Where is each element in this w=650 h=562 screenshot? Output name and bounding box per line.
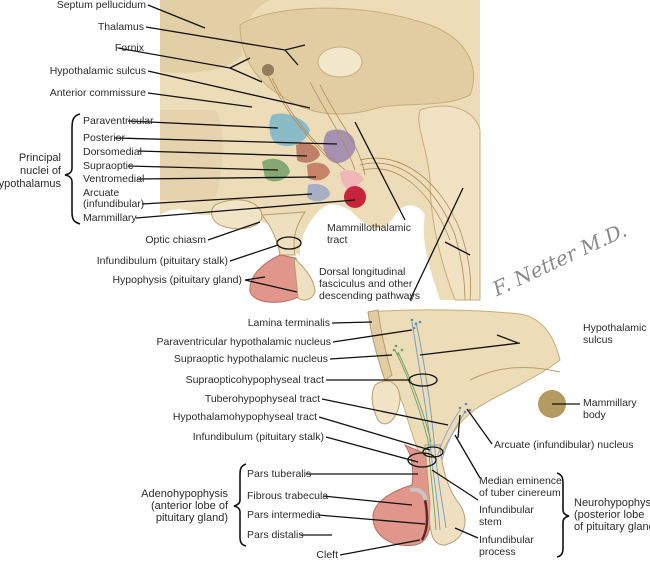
lower-labels: Lamina terminalis Paraventricular hypoth… xyxy=(141,317,650,561)
upper-labels: Septum pellucidum Thalamus Fornix Hypoth… xyxy=(0,0,420,302)
label-lamina-terminalis: Lamina terminalis xyxy=(248,317,330,329)
neurosecretory-fibers-green xyxy=(394,349,437,531)
label-pars-intermedia: Pars intermedia xyxy=(247,509,321,521)
supraoptic-dots xyxy=(392,344,404,356)
nuclei-group-title-1: Principal xyxy=(19,152,61,164)
fibrous-trabecula xyxy=(409,487,428,501)
label-infundibular-process-1: Infundibular xyxy=(479,534,534,546)
label-septum-pellucidum: Septum pellucidum xyxy=(57,0,147,11)
label-arcuate: Arcuate xyxy=(83,187,119,199)
label-dorsomedial: Dorsomedial xyxy=(83,146,142,158)
label-dorsal-2: fasciculus and other xyxy=(319,278,413,290)
adeno-title-1: Adenohypophysis xyxy=(141,488,228,500)
posterior-nucleus xyxy=(323,129,356,164)
label-dorsal-3: descending pathways xyxy=(319,290,420,302)
label-infundibulum-upper: Infundibulum (pituitary stalk) xyxy=(97,255,228,267)
mammillary-body-red xyxy=(344,186,366,208)
label-mammillary-body-2: body xyxy=(583,409,607,421)
artist-signature: F. Netter M.D. xyxy=(488,218,631,302)
infundibulum-stalk xyxy=(261,211,307,256)
label-mammillothalamic-2: tract xyxy=(327,234,348,246)
upper-illustration xyxy=(160,0,481,303)
label-dorsal-1: Dorsal longitudinal xyxy=(319,266,405,278)
pars-intermedia-cleft xyxy=(420,499,429,541)
nuclei-bracket xyxy=(64,113,81,225)
optic-chiasm-lower xyxy=(371,380,401,425)
label-arcuate-nucleus: Arcuate (infundibular) nucleus xyxy=(494,439,634,451)
arcuate-fibers xyxy=(437,409,466,461)
lower-illustration xyxy=(367,309,566,546)
label-ventromedial: Ventromedial xyxy=(83,173,144,185)
label-median-eminence-2: of tuber cinereum xyxy=(479,487,561,499)
septum-pellucidum-region xyxy=(160,0,270,73)
fornix-dark-spot xyxy=(262,64,274,76)
pituitary-posterior xyxy=(293,256,316,301)
label-mammillary: Mammillary xyxy=(83,212,137,224)
neuro-title-3: of pituitary gland) xyxy=(574,521,650,533)
dorsal-fasciculus-fibers xyxy=(359,157,472,301)
label-supraopticohypophyseal: Supraopticohypophyseal tract xyxy=(186,374,324,386)
optic-chiasm-shape xyxy=(211,199,263,230)
label-infundibular-stem-1: Infundibular xyxy=(479,504,534,516)
label-hypothalamic-sulcus: Hypothalamic sulcus xyxy=(50,65,146,77)
label-pars-distalis: Pars distalis xyxy=(247,529,304,541)
label-pars-tuberalis: Pars tuberalis xyxy=(247,468,311,480)
arcuate-nucleus xyxy=(307,184,330,202)
label-hypothalamic-sulcus-2: sulcus xyxy=(583,334,613,346)
adeno-bracket xyxy=(233,463,247,547)
label-thalamus: Thalamus xyxy=(98,21,144,33)
fornix-fibers xyxy=(267,74,366,176)
lower-leader-lines xyxy=(300,321,580,556)
label-fornix: Fornix xyxy=(115,42,145,54)
label-infundibular-process-2: process xyxy=(479,546,516,558)
label-fibrous-trabecula: Fibrous trabecula xyxy=(247,490,328,502)
label-mammillary-body-1: Mammillary xyxy=(583,397,637,409)
label-paraventricular: Paraventricular xyxy=(83,115,154,127)
label-posterior: Posterior xyxy=(83,132,126,144)
adeno-title-3: pituitary gland) xyxy=(156,512,228,524)
neuro-title-1: Neurohypophysis xyxy=(574,497,650,509)
nucleus-dots xyxy=(410,318,472,414)
label-infundibulum-lower: Infundibulum (pituitary stalk) xyxy=(193,431,324,443)
lamina-terminalis-strip xyxy=(367,309,393,381)
label-hypothalamohypophyseal: Hypothalamohypophyseal tract xyxy=(173,411,317,423)
neuro-title-2: (posterior lobe xyxy=(574,509,644,521)
ventromedial-nucleus xyxy=(307,162,330,181)
dorsomedial-nucleus xyxy=(296,143,320,163)
nuclei-group-title-3: hypothalamus xyxy=(0,178,61,190)
label-paraventricular-nucleus: Paraventricular hypothalamic nucleus xyxy=(156,336,331,348)
interthalamic-adhesion xyxy=(317,46,363,78)
adeno-title-2: (anterior lobe of xyxy=(151,500,229,512)
hypothalamic-sulcus-surface xyxy=(469,366,561,381)
label-optic-chiasm: Optic chiasm xyxy=(145,234,206,246)
neuro-bracket xyxy=(556,472,570,558)
label-median-eminence-1: Median eminence xyxy=(479,475,562,487)
pink-tract-region xyxy=(340,170,364,192)
lamina-region xyxy=(160,110,223,200)
paraventricular-nucleus xyxy=(269,113,310,147)
label-mammillothalamic-1: Mammillothalamic xyxy=(327,222,411,234)
label-supraoptic-nucleus: Supraoptic hypothalamic nucleus xyxy=(174,353,328,365)
label-hypophysis: Hypophysis (pituitary gland) xyxy=(112,274,242,286)
label-cleft: Cleft xyxy=(316,549,338,561)
label-supraoptic: Supraoptic xyxy=(83,160,133,172)
label-tuberohypophyseal: Tuberohypophyseal tract xyxy=(205,393,320,405)
label-anterior-commissure: Anterior commissure xyxy=(50,87,146,99)
label-hypothalamic-sulcus-1: Hypothalamic xyxy=(583,322,647,334)
label-infundibular-stem-2: stem xyxy=(479,516,502,528)
upper-leader-lines xyxy=(114,4,471,301)
nuclei-group-title-2: nuclei of xyxy=(20,165,62,177)
label-infundibular: (infundibular) xyxy=(83,198,144,210)
